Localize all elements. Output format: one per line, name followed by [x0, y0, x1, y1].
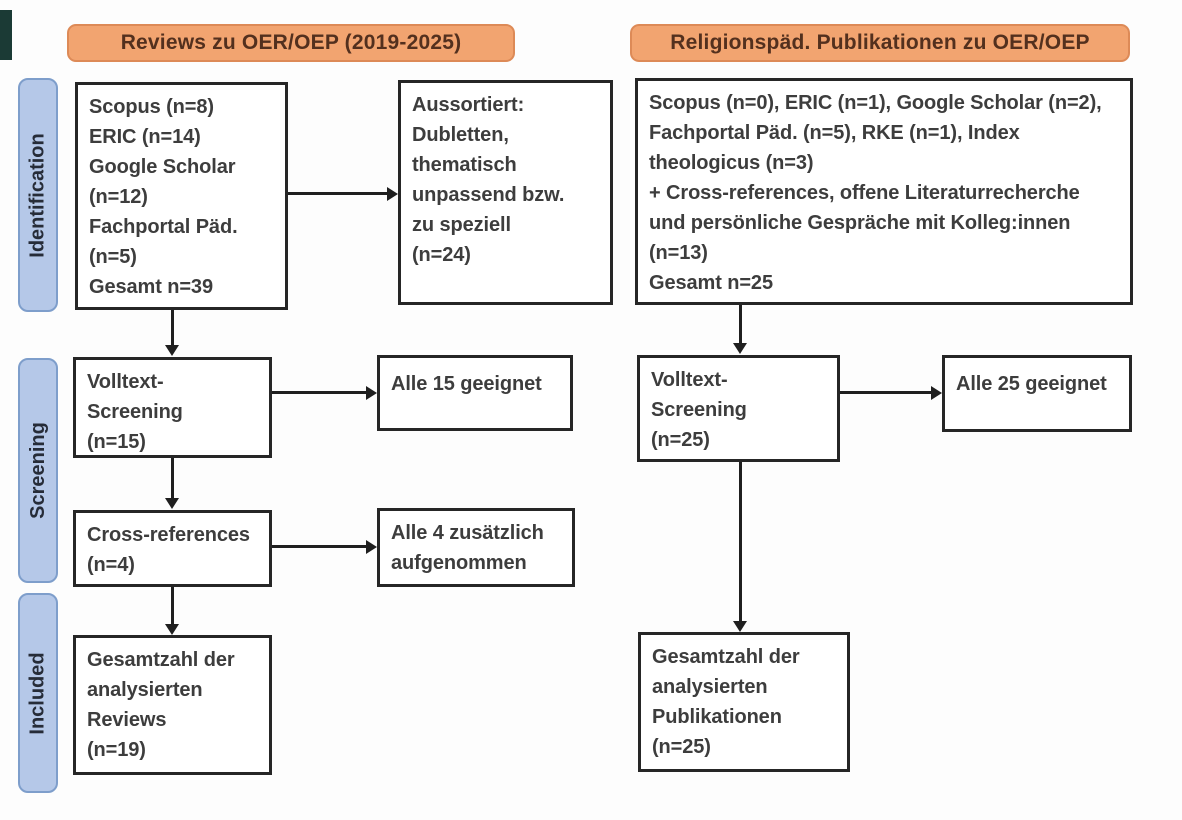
left-fulltext-screening-box: Volltext- Screening (n=15) — [73, 357, 272, 458]
arrowhead-down-icon — [165, 498, 179, 509]
arrow-left-screening-to-crossref — [171, 458, 174, 498]
arrow-left-screening-to-result — [272, 391, 366, 394]
left-included-total-box: Gesamtzahl der analysierten Reviews (n=1… — [73, 635, 272, 775]
right-included-total-box: Gesamtzahl der analysierten Publikatione… — [638, 632, 850, 772]
stage-label-screening-text: Screening — [26, 422, 49, 519]
arrowhead-down-icon — [165, 624, 179, 635]
stage-label-screening: Screening — [18, 358, 58, 583]
right-column-header: Religionspäd. Publikationen zu OER/OEP — [630, 24, 1130, 62]
corner-mark — [0, 10, 12, 60]
arrowhead-right-icon — [387, 187, 398, 201]
left-cross-references-result-box: Alle 4 zusätzlich aufgenommen — [377, 508, 575, 587]
arrowhead-right-icon — [366, 386, 377, 400]
left-column-header: Reviews zu OER/OEP (2019-2025) — [67, 24, 515, 62]
right-sources-box: Scopus (n=0), ERIC (n=1), Google Scholar… — [635, 78, 1133, 305]
arrowhead-down-icon — [733, 343, 747, 354]
arrow-left-sources-to-screening — [171, 310, 174, 345]
arrow-right-screening-to-result — [840, 391, 931, 394]
stage-label-identification: Identification — [18, 78, 58, 312]
arrowhead-right-icon — [366, 540, 377, 554]
stage-label-included: Included — [18, 593, 58, 793]
right-screening-result-box: Alle 25 geeignet — [942, 355, 1132, 432]
arrowhead-down-icon — [733, 621, 747, 632]
arrowhead-down-icon — [165, 345, 179, 356]
arrow-left-crossref-to-result — [272, 545, 366, 548]
left-excluded-box: Aussortiert: Dubletten, thematisch unpas… — [398, 80, 613, 305]
arrow-right-sources-to-screening — [739, 305, 742, 343]
left-screening-result-box: Alle 15 geeignet — [377, 355, 573, 431]
arrow-left-crossref-to-included — [171, 587, 174, 624]
left-sources-box: Scopus (n=8) ERIC (n=14) Google Scholar … — [75, 82, 288, 310]
stage-label-identification-text: Identification — [26, 132, 49, 258]
arrowhead-right-icon — [931, 386, 942, 400]
stage-label-included-text: Included — [26, 651, 49, 735]
left-cross-references-box: Cross-references (n=4) — [73, 510, 272, 587]
arrow-right-screening-to-included — [739, 462, 742, 621]
right-fulltext-screening-box: Volltext- Screening (n=25) — [637, 355, 840, 462]
arrow-left-sources-to-excluded — [288, 192, 387, 195]
